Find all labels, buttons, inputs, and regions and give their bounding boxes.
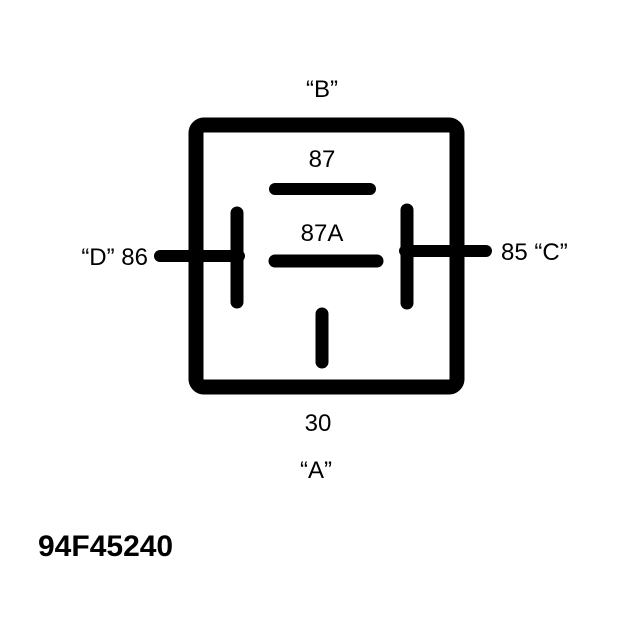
label-right-85: 85 “C”: [501, 239, 568, 266]
label-top-letter: “B”: [306, 76, 338, 103]
label-bottom-letter: “A”: [300, 457, 332, 484]
label-pin-30: 30: [305, 410, 332, 437]
figure-code: 94F45240: [38, 530, 173, 563]
label-left-86: “D” 86: [81, 244, 148, 271]
label-pin-87: 87: [309, 146, 336, 173]
label-pin-87a: 87A: [301, 220, 344, 247]
